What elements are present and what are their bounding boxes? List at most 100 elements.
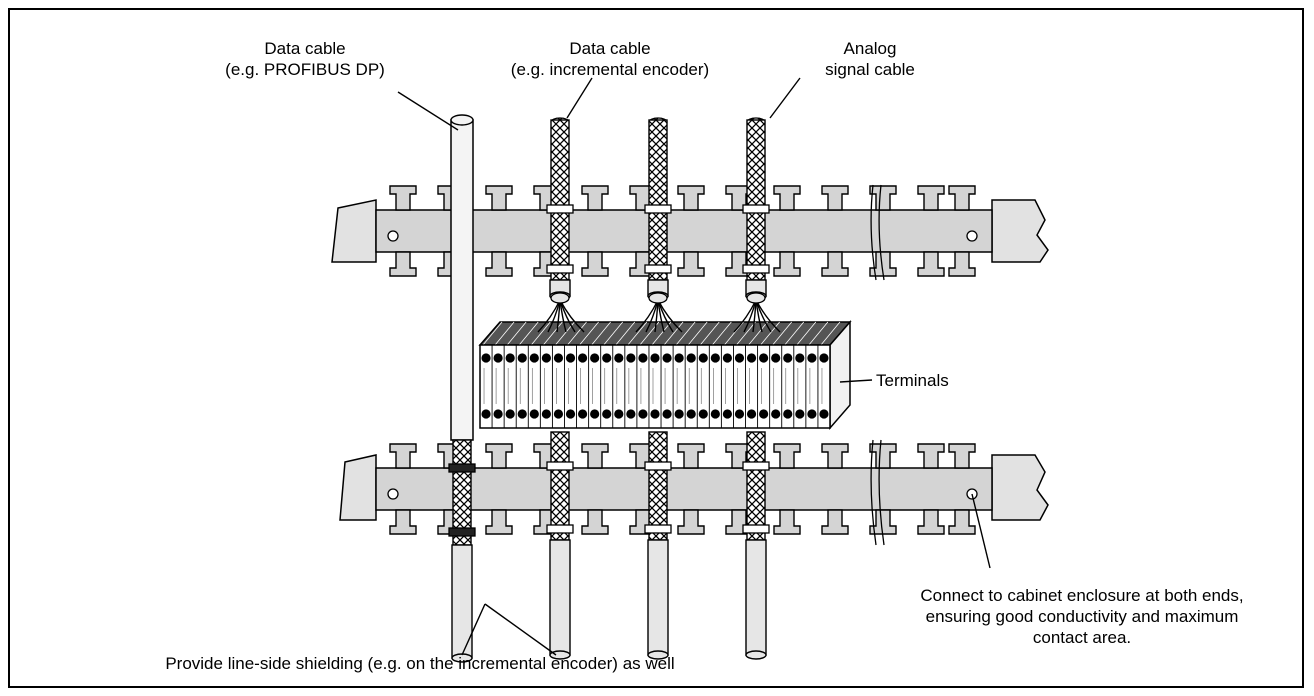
terminal-screw-bottom <box>493 409 503 419</box>
terminal-ridge <box>820 321 841 346</box>
terminal-screw-bottom <box>734 409 745 419</box>
terminal-ridge <box>687 321 708 346</box>
terminal-ridge <box>675 321 696 346</box>
rail-tooth-top <box>581 443 609 469</box>
rail-tooth-bottom <box>773 509 801 535</box>
terminal-ridge <box>796 321 817 346</box>
lower-rail-mounting-hole-left <box>387 488 399 500</box>
terminal-screw-bottom <box>553 409 564 419</box>
rail-tooth-top <box>581 185 609 211</box>
terminal-screw-bottom <box>807 409 817 419</box>
lower-rail-back-right <box>991 454 1049 521</box>
terminal-screw-bottom <box>565 409 576 419</box>
terminal-ridge <box>591 321 611 346</box>
terminal-screw-bottom <box>819 409 829 419</box>
terminal-ridge <box>808 321 829 346</box>
terminal-ridge <box>772 321 792 346</box>
terminal-screw-top <box>590 353 600 363</box>
cable-lower-shield <box>746 431 766 541</box>
terminal-block <box>478 319 852 431</box>
terminal-screw-bottom <box>722 409 733 419</box>
terminal-screw-top <box>602 353 612 363</box>
terminal-screw-bottom <box>541 409 551 419</box>
terminal-ridge <box>567 321 587 346</box>
rail-tooth-top <box>948 443 976 469</box>
terminal-screw-top <box>783 353 793 363</box>
cable-upper-shield <box>550 119 570 281</box>
terminal-ridge <box>579 321 599 346</box>
terminal-screw-top <box>674 353 684 363</box>
terminal-ridge <box>543 321 563 346</box>
terminal-screw-top <box>698 353 708 363</box>
label-analog-line1: Analog <box>843 39 897 58</box>
rail-tooth-bottom <box>917 251 945 277</box>
terminal-screw-top <box>529 353 539 363</box>
terminal-screw-bottom <box>795 409 805 419</box>
upper-rail-back-right <box>991 199 1049 263</box>
label-profibus-line2: (e.g. PROFIBUS DP) <box>225 60 385 79</box>
label-encoder-cable: Data cable (e.g. incremental encoder) <box>475 38 745 80</box>
rail-tooth-bottom <box>485 251 513 277</box>
leader-shield-note-right <box>484 603 557 656</box>
leader-shield-note-left <box>461 603 486 656</box>
rail-tooth-top <box>948 185 976 211</box>
cable-sheath-end <box>550 292 570 304</box>
leader-connect <box>971 493 991 569</box>
terminal-ridge <box>506 321 527 346</box>
upper-shield-rail <box>331 184 1049 281</box>
terminal-screw-bottom <box>638 409 648 419</box>
rail-tooth-top <box>917 443 945 469</box>
rail-tooth-bottom <box>773 251 801 277</box>
lower-rail-break-mark <box>870 439 885 546</box>
cable-lower-sheath <box>745 539 767 656</box>
terminal-screw-top <box>577 353 588 363</box>
terminal-ridge <box>712 321 732 346</box>
upper-shield-clamp <box>546 204 574 214</box>
terminal-screw-top <box>626 353 636 363</box>
terminal-ridge <box>784 321 805 346</box>
label-analog-cable: Analog signal cable <box>800 38 940 80</box>
cable-lower-sheath <box>647 539 669 656</box>
upper-rail-break-mark <box>870 184 885 281</box>
terminal-ridge <box>518 321 539 346</box>
lower-shield-clamp <box>644 524 672 534</box>
terminal-screw-top <box>517 353 527 363</box>
upper-rail-back-left <box>331 199 377 263</box>
cable-sheath-end <box>746 292 766 304</box>
terminal-screw-top <box>686 353 696 363</box>
terminal-top-ridges <box>482 321 841 346</box>
rail-tooth-bottom <box>821 251 849 277</box>
rail-tooth-top <box>773 185 801 211</box>
lower-shield-clamp <box>546 524 574 534</box>
rail-tooth-bottom <box>948 251 976 277</box>
terminal-screw-top <box>638 353 648 363</box>
upper-shield-clamp <box>742 264 770 274</box>
cable-lower-sheath-end <box>549 650 571 660</box>
label-shielding-note: Provide line-side shielding (e.g. on the… <box>60 653 780 674</box>
terminal-screw-bottom <box>746 409 757 419</box>
cable-wire-fanout <box>635 292 683 333</box>
terminal-screw-top <box>481 353 491 363</box>
rail-tooth-bottom <box>485 509 513 535</box>
profibus-shield-clamp-lower <box>448 527 476 537</box>
terminal-screw-bottom <box>783 409 793 419</box>
label-profibus-cable: Data cable (e.g. PROFIBUS DP) <box>200 38 410 80</box>
terminal-screw-bottom <box>590 409 600 419</box>
terminal-screw-bottom <box>481 409 491 419</box>
terminal-screw-top <box>493 353 503 363</box>
lower-shield-clamp <box>546 461 574 471</box>
leader-profibus <box>397 91 459 131</box>
terminal-slices <box>481 345 829 428</box>
terminal-ridge <box>627 321 648 346</box>
rail-tooth-bottom <box>389 251 417 277</box>
terminal-ridge <box>494 321 515 346</box>
terminal-screw-top <box>565 353 576 363</box>
cable-upper-shield <box>648 119 668 281</box>
terminal-ridge <box>651 321 672 346</box>
terminal-ridge <box>699 321 720 346</box>
terminal-screw-bottom <box>650 409 660 419</box>
cable-lower-shield <box>550 431 570 541</box>
terminal-screw-top <box>759 353 769 363</box>
label-shielding-note-text: Provide line-side shielding (e.g. on the… <box>165 654 675 673</box>
